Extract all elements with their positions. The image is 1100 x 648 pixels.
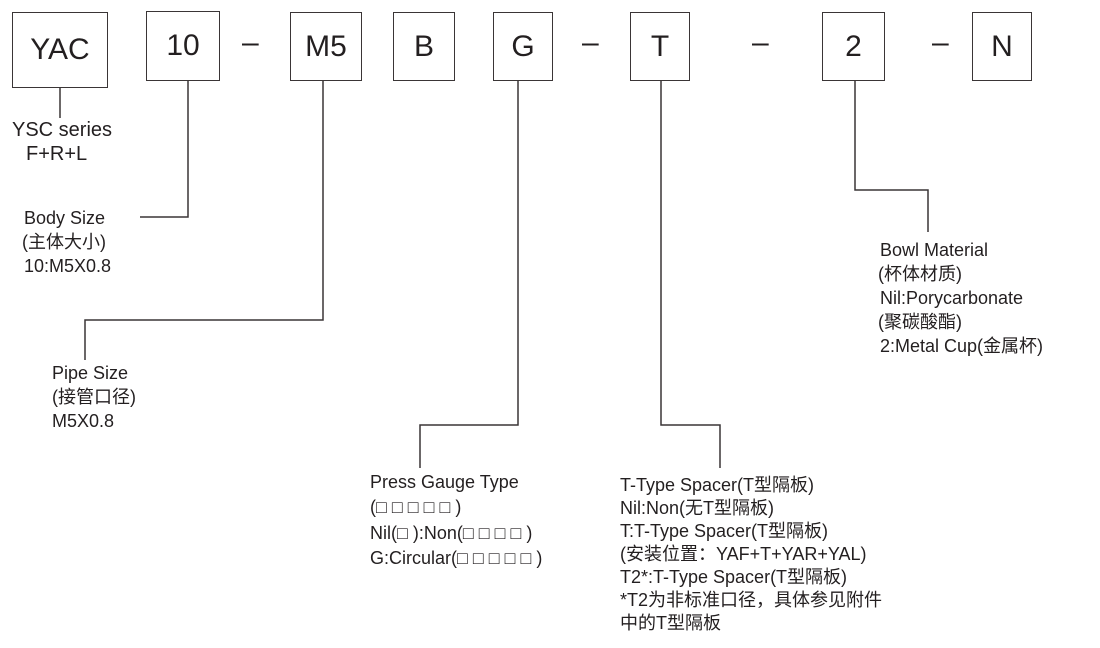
body-size-title: Body Size [24, 208, 106, 228]
pipe-size-title: Pipe Size [52, 363, 129, 383]
bowl-title: Bowl Material [880, 240, 989, 260]
code-box-gauge: G [493, 12, 553, 81]
separator-dash: – [242, 26, 259, 59]
code-box-series: YAC [12, 12, 108, 88]
gauge-title: Press Gauge Type [370, 472, 519, 492]
series-sub: F+R+L [26, 143, 88, 165]
leader-body-size [140, 81, 189, 218]
code-box-bowl: 2 [822, 12, 885, 81]
spacer-note-2: 中的T型隔板 [620, 613, 721, 633]
bowl-metal: 2:Metal Cup(金属杯) [880, 336, 1044, 356]
body-size-cn: (主体大小) [22, 232, 106, 252]
spacer-t: T:T-Type Spacer(T型隔板) [620, 521, 829, 541]
body-size-value: 10:M5X0.8 [24, 256, 112, 276]
gauge-circular: G:Circular(□ □ □ □ □ ) [370, 548, 543, 568]
spacer-t2: T2*:T-Type Spacer(T型隔板) [620, 567, 848, 587]
pipe-size-cn: (接管口径) [52, 387, 136, 407]
spacer-nil: Nil:Non(无T型隔板) [620, 498, 775, 518]
pipe-size-value: M5X0.8 [52, 411, 115, 431]
code-box-n: N [972, 12, 1032, 81]
code-box-spacer: T [630, 12, 690, 81]
gauge-nil: Nil(□ ):Non(□ □ □ □ ) [370, 523, 533, 543]
bowl-nil-cn: (聚碳酸酯) [878, 312, 962, 332]
code-box-pipe-size: M5 [290, 12, 362, 81]
code-box-body-size: 10 [146, 11, 220, 81]
separator-dash: – [932, 26, 949, 59]
spacer-t-position: (安装位置：YAF+T+YAR+YAL) [620, 544, 867, 564]
leader-bowl [854, 81, 929, 232]
leader-spacer [660, 81, 721, 468]
series-title: YSC series [12, 119, 113, 141]
leader-gauge [419, 81, 519, 468]
spacer-title: T-Type Spacer(T型隔板) [620, 475, 815, 495]
separator-dash: – [752, 26, 769, 59]
bowl-nil: Nil:Porycarbonate [880, 288, 1024, 308]
spacer-note-1: *T2为非标准口径，具体参见附件 [620, 590, 883, 610]
code-box-b: B [393, 12, 455, 81]
bowl-cn: (杯体材质) [878, 264, 962, 284]
gauge-cn: (□ □ □ □ □ ) [370, 497, 462, 517]
leader-pipe-size [84, 81, 324, 360]
separator-dash: – [582, 26, 599, 59]
